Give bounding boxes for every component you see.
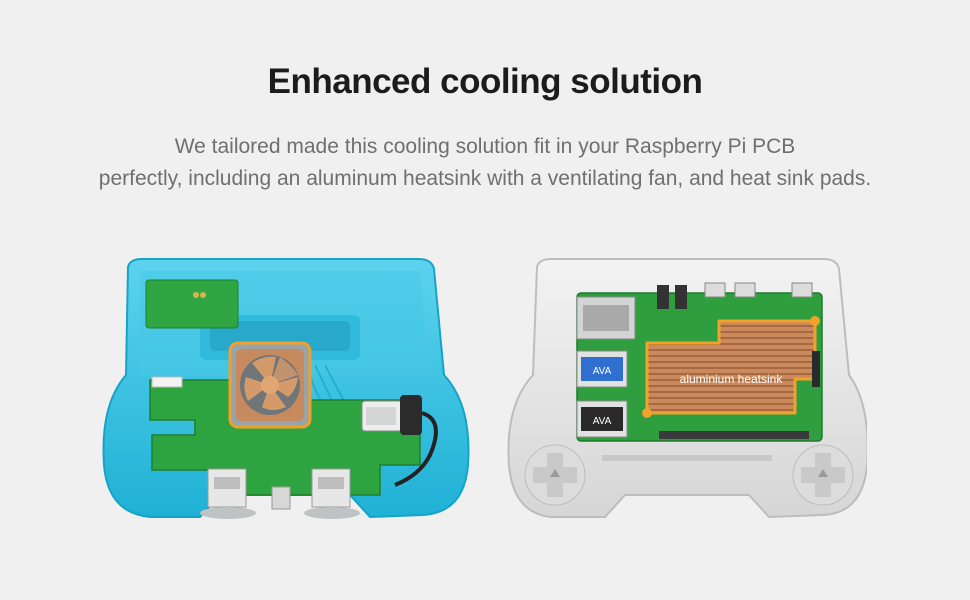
- usb-bottom-marking: AVA: [593, 416, 612, 427]
- page-title: Enhanced cooling solution: [267, 62, 703, 101]
- gpio-header: [659, 431, 809, 439]
- usb-port-bottom: AVA: [576, 400, 628, 438]
- usb-plug: [361, 395, 438, 487]
- blue-case-fan-image: [102, 258, 470, 519]
- usb-top-marking: AVA: [593, 366, 612, 377]
- top-small-pcb: [145, 279, 239, 329]
- heatsink-callout-label: aluminium heatsink: [680, 372, 784, 386]
- subtitle-line-1: We tailored made this cooling solution f…: [174, 135, 796, 158]
- cooling-fan: [228, 341, 312, 429]
- usb-port-top: AVA: [576, 350, 628, 388]
- right-buttons: [792, 444, 854, 506]
- white-case-heatsink-image: AVA AVA aluminium heatsink: [507, 258, 867, 519]
- bottom-usb-ports: [207, 468, 351, 510]
- subtitle-line-2: perfectly, including an aluminum heatsin…: [98, 167, 872, 190]
- page-subtitle: We tailored made this cooling solution f…: [60, 131, 910, 195]
- left-dpad: [524, 444, 586, 506]
